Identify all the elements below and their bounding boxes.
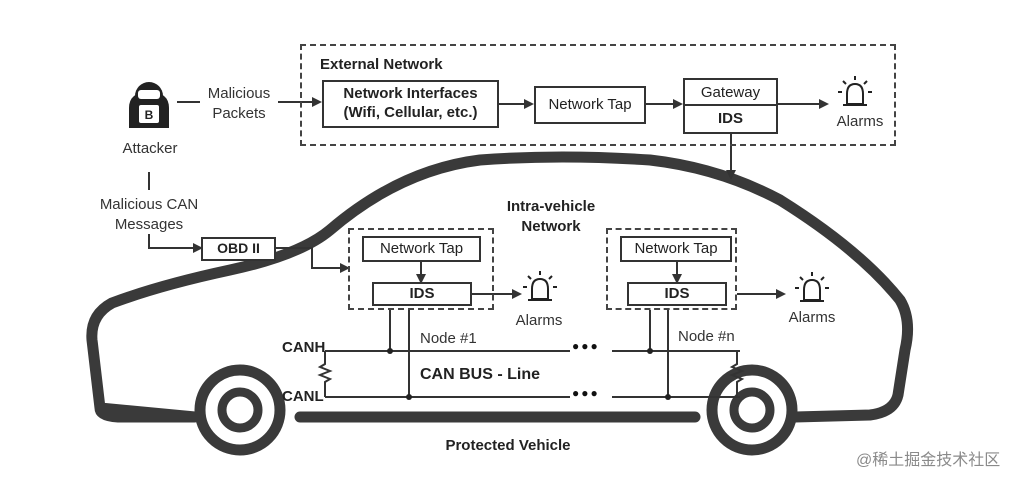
node1-ids-box: IDS [372, 282, 472, 306]
intra-network-title: Intra-vehicle Network [506, 198, 596, 235]
malicious-packets-label: Malicious Packets [207, 85, 271, 122]
malicious-can-label: Malicious CAN Messages [99, 196, 199, 233]
obd-to-node1-arrow [276, 247, 350, 273]
gateway-ids-box: IDS [683, 104, 778, 134]
noden-label: Node #n [678, 328, 735, 345]
noden-network-tap-box: Network Tap [620, 236, 732, 262]
car-body-outline [86, 151, 914, 423]
gateway-box: Gateway [683, 78, 778, 106]
canh-label: CANH [282, 339, 326, 356]
rear-wheel [706, 364, 798, 456]
svg-text:B: B [145, 108, 154, 122]
can-bus [317, 310, 745, 398]
external-network-title: External Network [320, 56, 443, 73]
noden-ids-box: IDS [627, 282, 727, 306]
attacker-label: Attacker [122, 140, 178, 157]
can-bus-label: CAN BUS - Line [420, 366, 540, 383]
node1-alarms-label: Alarms [515, 312, 563, 329]
obd-box: OBD II [201, 237, 276, 261]
external-network-tap-box: Network Tap [534, 86, 646, 124]
node1-network-tap-box: Network Tap [362, 236, 481, 262]
noden-container [606, 228, 737, 310]
bus-junction-dots [387, 348, 671, 400]
noden-alarms-label: Alarms [788, 309, 836, 326]
external-network-container [300, 44, 896, 146]
network-interfaces-box: Network Interfaces (Wifi, Cellular, etc.… [322, 80, 499, 128]
external-alarms-label: Alarms [836, 113, 884, 130]
watermark: @稀土掘金技术社区 [856, 452, 1001, 469]
attacker-icon: B [129, 82, 169, 128]
front-wheel [194, 364, 286, 456]
node1-container [348, 228, 494, 310]
canl-label: CANL [282, 388, 324, 405]
bus-ellipsis-low: ●●● [572, 386, 600, 400]
bus-ellipsis-high: ●●● [572, 339, 600, 353]
node1-label: Node #1 [420, 330, 477, 347]
alarm-icon [838, 76, 872, 106]
protected-vehicle-label: Protected Vehicle [445, 437, 571, 454]
alarm-icon [795, 272, 829, 302]
alarm-icon [523, 271, 557, 301]
can-to-obd-arrow [148, 234, 203, 253]
